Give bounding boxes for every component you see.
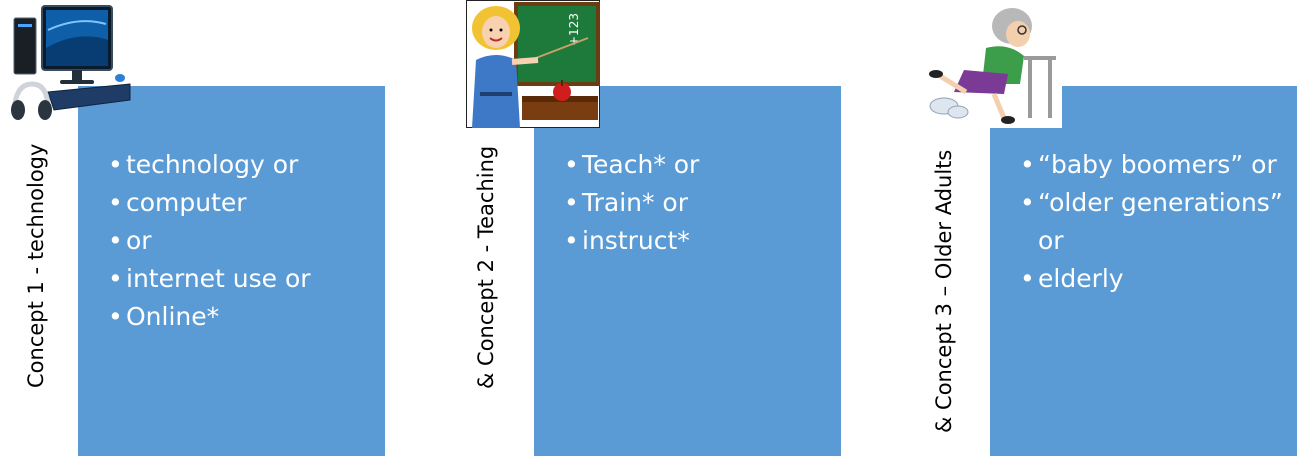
term-item: internet use or	[108, 260, 373, 298]
term-item: “baby boomers” or	[1020, 146, 1285, 184]
term-item: Online*	[108, 298, 373, 336]
term-item: instruct*	[564, 222, 829, 260]
concept-1-terms: technology or computer or internet use o…	[108, 146, 373, 336]
concept-2-label: & Concept 2 - Teaching	[474, 145, 498, 389]
concept-1-box: technology or computer or internet use o…	[78, 86, 385, 456]
concept-2-terms: Teach* or Train* or instruct*	[564, 146, 829, 260]
svg-text:+123: +123	[567, 13, 581, 46]
term-item: Teach* or	[564, 146, 829, 184]
concept-3-box: “baby boomers” or “older generations” or…	[990, 86, 1297, 456]
teacher-icon: +123	[465, 0, 601, 129]
concept-1-label: Concept 1 - technology	[24, 143, 48, 388]
elderly-woman-icon	[924, 0, 1062, 128]
term-item: computer	[108, 184, 373, 222]
term-item: or	[108, 222, 373, 260]
concept-3-label: & Concept 3 – Older Adults	[932, 149, 956, 433]
term-item: “older generations” or	[1020, 184, 1285, 260]
concept-1: technology or computer or internet use o…	[0, 0, 400, 460]
concept-3-terms: “baby boomers” or “older generations” or…	[1020, 146, 1285, 298]
concept-2: Teach* or Train* or instruct* +123	[440, 0, 860, 460]
term-item: Train* or	[564, 184, 829, 222]
term-item: elderly	[1020, 260, 1285, 298]
computer-icon	[8, 0, 133, 125]
term-item: technology or	[108, 146, 373, 184]
concept-3: “baby boomers” or “older generations” or…	[900, 0, 1298, 460]
concept-2-box: Teach* or Train* or instruct*	[534, 86, 841, 456]
